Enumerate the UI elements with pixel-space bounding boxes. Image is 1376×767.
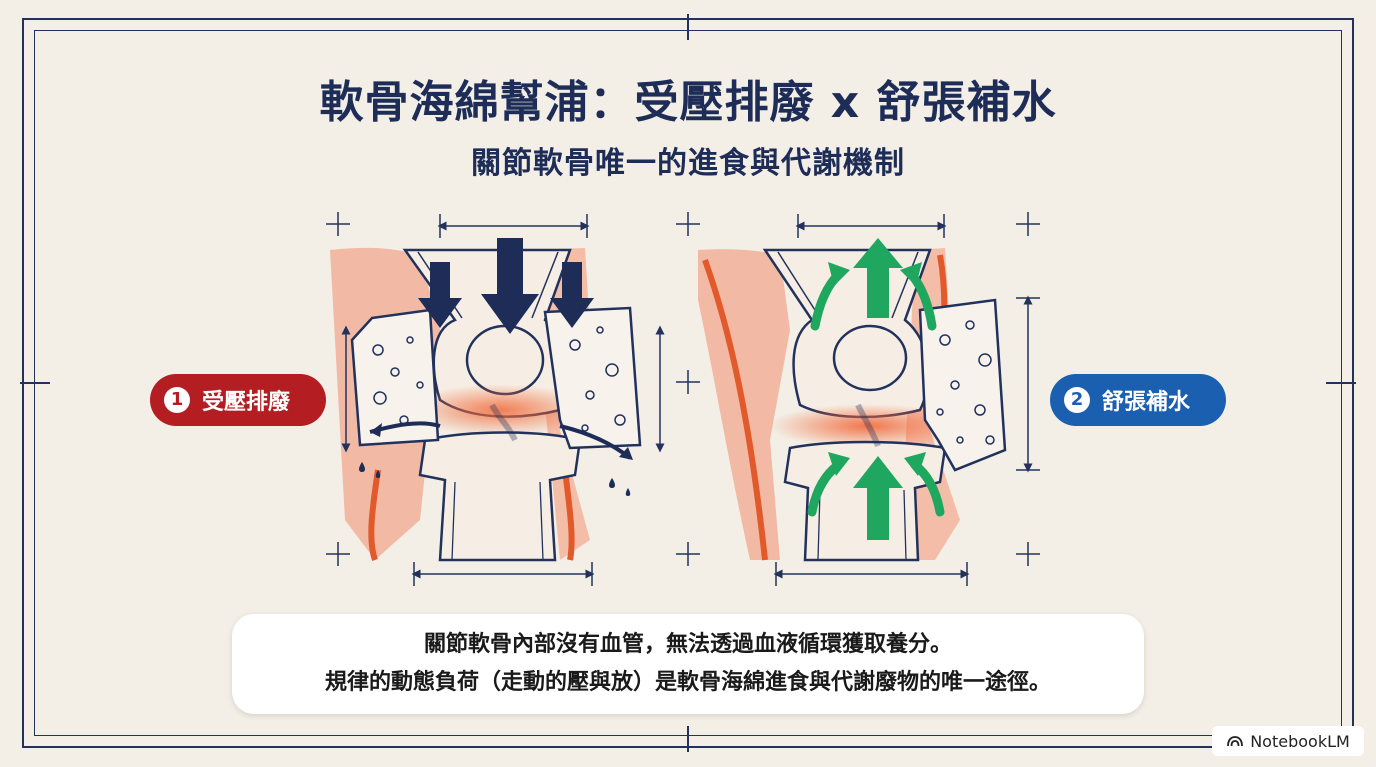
step-number-1: 1 (164, 387, 190, 413)
frame-tick-top (687, 14, 689, 40)
frame-tick-right (1326, 382, 1356, 384)
crosshair-marks (326, 212, 1040, 566)
frame-tick-left (20, 382, 50, 384)
notebooklm-icon (1227, 736, 1244, 747)
frame-tick-bottom (687, 726, 689, 752)
notebooklm-badge[interactable]: NotebookLM (1212, 726, 1364, 756)
page-subtitle: 關節軟骨唯一的進食與代謝機制 (471, 146, 905, 181)
relax-phase-label: 2 舒張補水 (1050, 374, 1226, 426)
badge-label: NotebookLM (1250, 731, 1350, 751)
right-knee-relaxed (698, 214, 1040, 586)
caption-line-1: 關節軟骨內部沒有血管，無法透過血液循環獲取養分。 (423, 632, 952, 657)
step-number-2: 2 (1064, 387, 1090, 413)
compress-phase-label: 1 受壓排廢 (150, 374, 326, 426)
page-title: 軟骨海綿幫浦：受壓排廢 x 舒張補水 (319, 77, 1057, 128)
caption-line-2: 規律的動態負荷（走動的壓與放）是軟骨海綿進食與代謝廢物的唯一途徑。 (324, 670, 1051, 695)
left-knee-compressed (330, 214, 665, 586)
compress-phase-text: 受壓排廢 (202, 390, 291, 415)
caption-box: 關節軟骨內部沒有血管，無法透過血液循環獲取養分。 規律的動態負荷（走動的壓與放）… (232, 614, 1144, 714)
relax-phase-text: 舒張補水 (1102, 390, 1191, 415)
